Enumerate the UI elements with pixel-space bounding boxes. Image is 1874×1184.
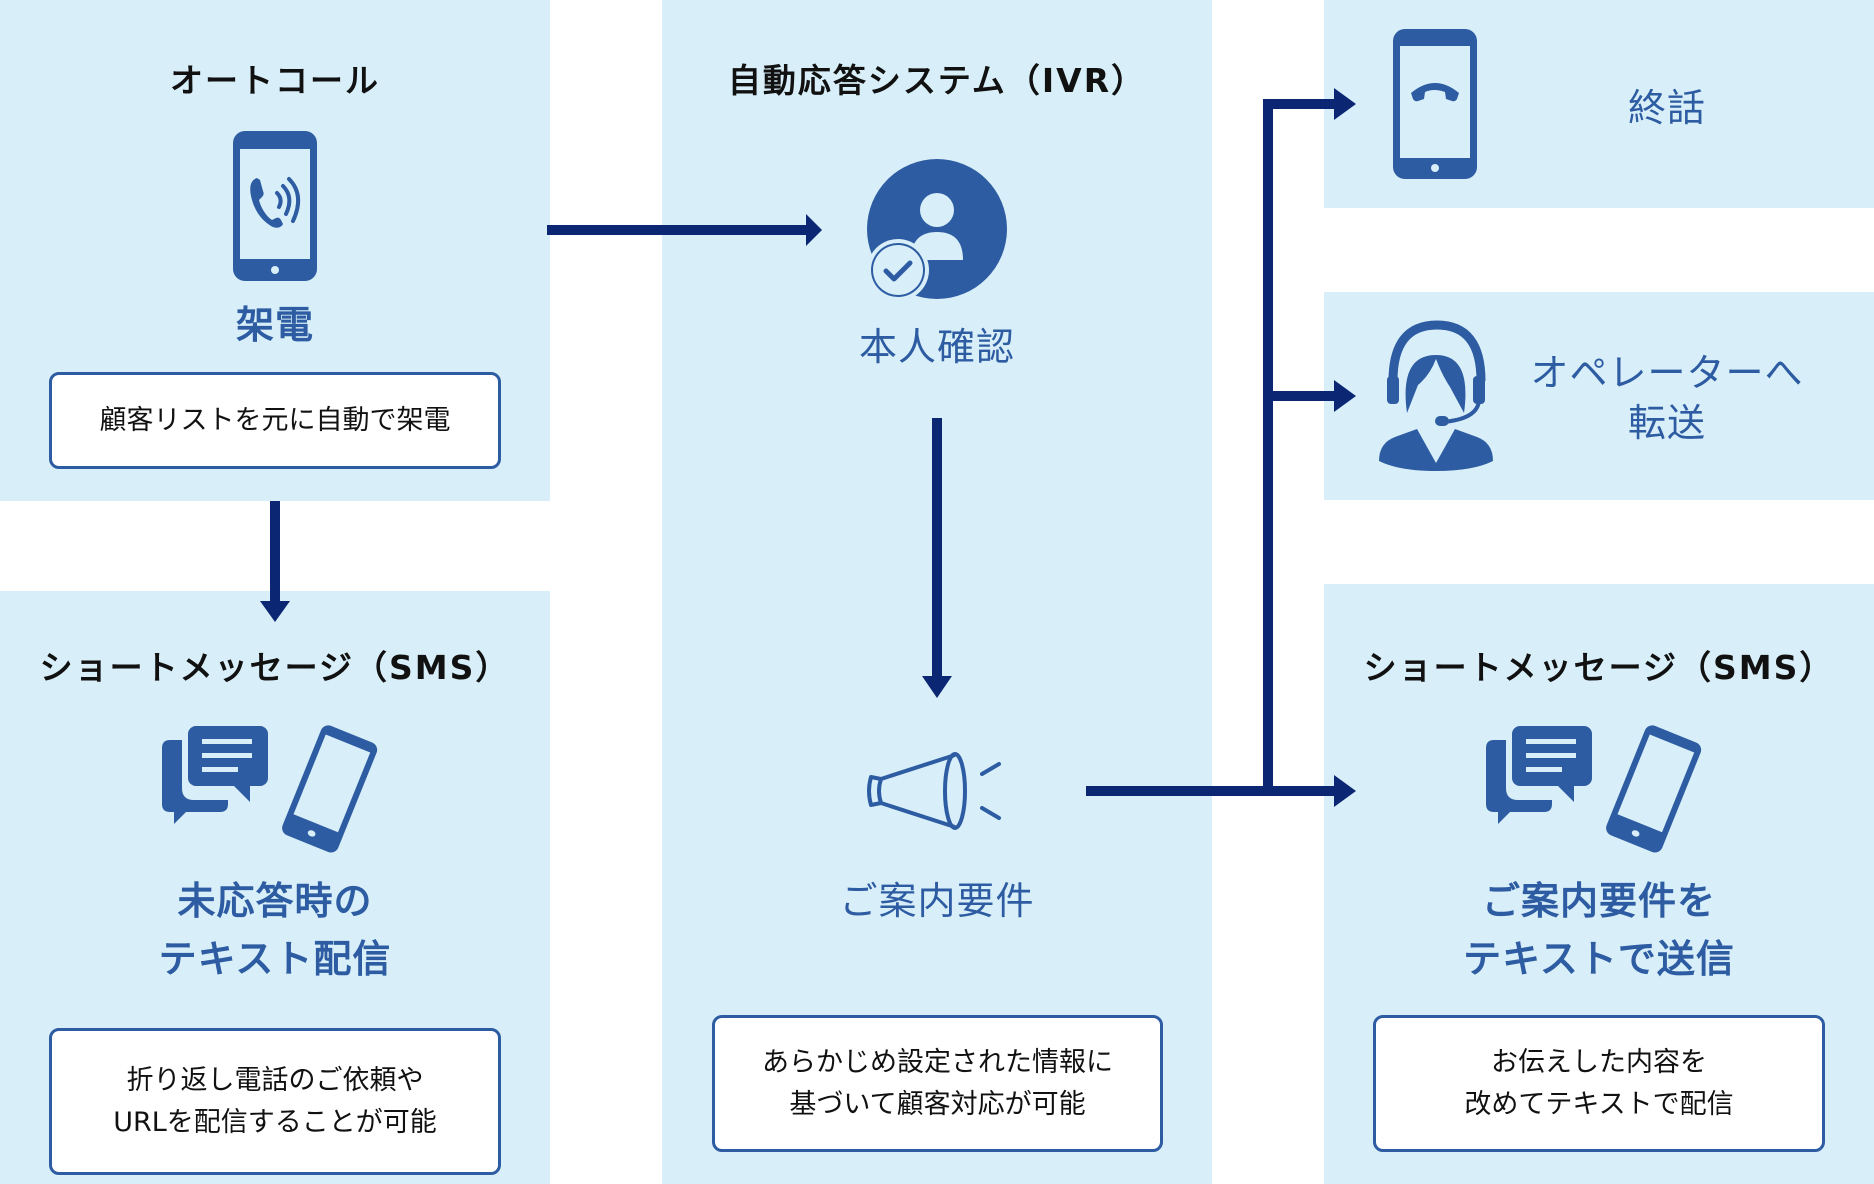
smartphone-hangup-icon bbox=[1393, 29, 1477, 179]
operator-label-line: 転送 bbox=[1627, 401, 1707, 445]
arrowhead-down-1 bbox=[260, 601, 290, 622]
arrow-identity-to-guidance bbox=[932, 418, 942, 680]
ivr-description: あらかじめ設定された情報に 基づいて顧客対応が可能 bbox=[712, 1015, 1163, 1152]
autocall-title: オートコール bbox=[170, 61, 380, 100]
sms-right-description-line: お伝えした内容を bbox=[1491, 1046, 1707, 1078]
sms-left-label: 未応答時の テキスト配信 bbox=[159, 872, 392, 988]
arrow-to-operator bbox=[1263, 391, 1343, 401]
sms-left-description-line: 折り返し電話のご依頼や bbox=[126, 1064, 424, 1096]
sms-left-title: ショートメッセージ（SMS） bbox=[39, 648, 511, 687]
megaphone-icon bbox=[867, 752, 1001, 830]
sms-left-description-line: URLを配信することが可能 bbox=[113, 1106, 437, 1138]
arrow-guidance-to-branch bbox=[1086, 786, 1342, 796]
smartphone-ringing-icon bbox=[233, 131, 317, 281]
arrow-autocall-to-sms bbox=[270, 501, 280, 613]
identity-label: 本人確認 bbox=[858, 325, 1016, 369]
sms-right-description-line: 改めてテキストで配信 bbox=[1464, 1088, 1734, 1120]
ivr-description-line: あらかじめ設定された情報に bbox=[762, 1046, 1113, 1078]
sms-right-label: ご案内要件を テキストで送信 bbox=[1463, 872, 1735, 988]
autocall-description: 顧客リストを元に自動で架電 bbox=[49, 372, 501, 469]
arrowhead-right-1 bbox=[806, 214, 822, 246]
sms-left-label-line: テキスト配信 bbox=[158, 937, 392, 981]
arrow-to-end-call bbox=[1263, 99, 1343, 109]
sms-right-label-line: ご案内要件を bbox=[1481, 879, 1716, 923]
user-check-icon bbox=[867, 159, 1007, 301]
sms-left-description: 折り返し電話のご依頼や URLを配信することが可能 bbox=[49, 1028, 501, 1175]
arrowhead-to-end-call bbox=[1334, 88, 1356, 120]
ivr-title: 自動応答システム（IVR） bbox=[727, 61, 1147, 100]
ivr-description-line: 基づいて顧客対応が可能 bbox=[789, 1088, 1086, 1120]
autocall-description-line: 顧客リストを元に自動で架電 bbox=[99, 404, 451, 436]
chat-bubbles-smartphone-icon bbox=[162, 725, 378, 853]
autocall-label: 架電 bbox=[235, 303, 315, 347]
operator-label-line: オペレーターへ bbox=[1530, 351, 1804, 395]
sms-left-label-line: 未応答時の bbox=[177, 879, 373, 923]
arrowhead-to-sms-right bbox=[1334, 775, 1356, 807]
sms-right-description: お伝えした内容を 改めてテキストで配信 bbox=[1373, 1015, 1825, 1152]
end-call-label: 終話 bbox=[1627, 86, 1707, 130]
sms-right-title: ショートメッセージ（SMS） bbox=[1363, 648, 1835, 687]
operator-label: オペレーターへ 転送 bbox=[1530, 348, 1803, 448]
sms-right-label-line: テキストで送信 bbox=[1463, 937, 1735, 981]
arrowhead-down-2 bbox=[922, 676, 952, 698]
operator-headset-icon bbox=[1379, 320, 1493, 471]
arrowhead-to-operator bbox=[1334, 380, 1356, 412]
branch-vertical-line bbox=[1263, 99, 1273, 796]
arrow-autocall-to-ivr bbox=[547, 225, 817, 235]
guidance-label: ご案内要件 bbox=[839, 879, 1035, 923]
chat-bubbles-smartphone-icon bbox=[1486, 725, 1702, 853]
